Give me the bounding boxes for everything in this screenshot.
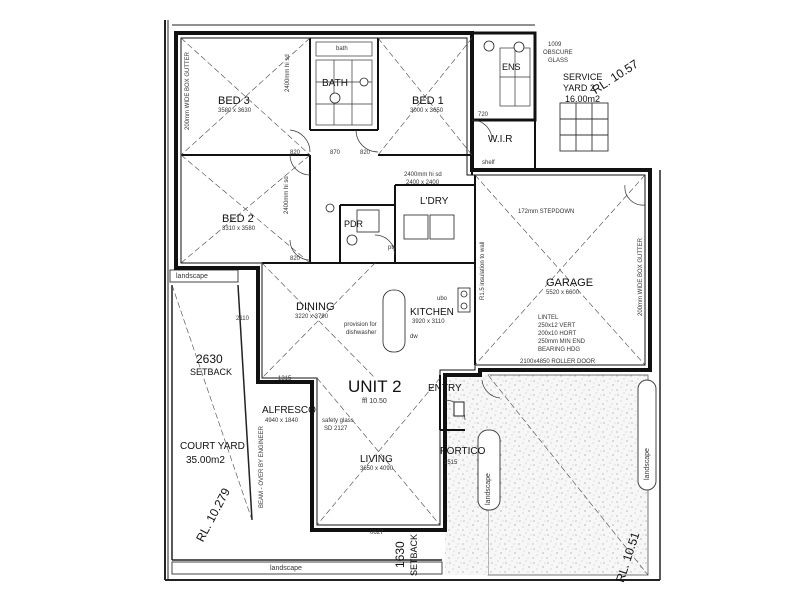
shelf-note: shelf <box>482 160 495 166</box>
dim-870: 870 <box>330 150 341 156</box>
garage-label: GARAGE <box>546 277 594 289</box>
landscape-strip-bottom <box>171 561 443 575</box>
service-yard-tiles <box>559 102 609 152</box>
kitchen-dim: 3920 x 3110 <box>412 319 445 325</box>
dining-label: DINING <box>296 301 335 313</box>
landscape-strip-portico <box>477 429 501 511</box>
bed3-dim: 3580 x 3630 <box>218 108 252 114</box>
door-swings <box>289 119 646 421</box>
ubo-note: ubo <box>437 296 448 302</box>
courtyard-label: COURT YARD <box>180 441 245 452</box>
roller-door-note: 2100x4850 ROLLER DOOR <box>520 359 596 365</box>
landscape-label-2: landscape <box>270 565 302 572</box>
stepdown-note: 172mm STEPDOWN <box>518 209 575 215</box>
obscure-note: 1009 <box>548 42 562 48</box>
bed2-label: BED 2 <box>222 213 254 225</box>
hi-sd-note-3: 2400mm hi sd <box>404 172 442 178</box>
ens-label: ENS <box>502 62 521 72</box>
room-diagonals <box>171 37 649 576</box>
entry-label: ENTRY <box>428 383 462 394</box>
kitchen-label: KITCHEN <box>410 307 454 318</box>
pdr-label: PDR <box>344 219 364 229</box>
safety-glass-note-2: SD 2127 <box>324 426 348 432</box>
ldry-label: L'DRY <box>420 196 449 207</box>
dining-dim: 3220 x 3790 <box>295 314 329 320</box>
lintel-note-4: BEARING HDG <box>538 347 581 353</box>
dim-820-b: 820 <box>360 150 371 156</box>
dishwasher-note: provision for <box>344 322 377 328</box>
setback-side-value: 2630 <box>196 352 223 366</box>
safety-glass-note: safety glass <box>322 418 354 424</box>
living-dim: 3650 x 4090 <box>360 466 394 472</box>
dishwasher-note-2: dishwasher <box>346 330 377 336</box>
courtyard-area: 35.00m2 <box>186 455 225 466</box>
bath-fixture-label: bath <box>336 46 348 52</box>
living-label: LIVING <box>360 454 393 465</box>
unit-title: UNIT 2 <box>348 377 402 396</box>
setback-front-label: SETBACK <box>409 533 419 576</box>
hi-sd-note-2: 2400mm hi sd <box>284 176 290 214</box>
courtyard-walls <box>171 284 442 561</box>
wir-label: W.I.R <box>488 134 513 145</box>
dim-720: 720 <box>478 112 489 118</box>
landscape-label-1: landscape <box>176 273 208 280</box>
dim-2400: 2400 x 2400 <box>406 180 440 186</box>
bed1-label: BED 1 <box>412 95 444 107</box>
hi-sd-note-1: 2400mm hi sd <box>285 54 291 92</box>
service-yard-label: SERVICE <box>563 72 603 82</box>
bath-label: BATH <box>322 78 348 89</box>
lintel-note-2: 200x10 HORT <box>538 331 577 337</box>
portico-dim: 1515 <box>444 460 458 466</box>
dim-1315: 1315 <box>278 376 292 382</box>
dim-820-a: 820 <box>290 150 301 156</box>
service-yard-label-2: YARD 2 <box>563 83 595 93</box>
lintel-note-1: 250x12 VERT <box>538 323 576 329</box>
dw-note: dw <box>410 334 418 340</box>
dim-820-c: 820 <box>290 256 301 262</box>
insulation-note: R1.5 insulation to wall <box>480 241 486 300</box>
dim-2110: 2110 <box>236 316 249 322</box>
gutter-left-note: 200mm WIDE BOX GUTTER <box>185 51 191 130</box>
bed3-label: BED 3 <box>218 95 250 107</box>
service-yard-area: 16.00m2 <box>565 94 601 104</box>
portico-label: PORTICO <box>440 446 486 457</box>
setback-side-label: SETBACK <box>190 367 233 377</box>
outer-walls <box>174 31 652 532</box>
dim-0627: 0627 <box>370 530 384 536</box>
lintel-note-3: 250mm MIN END <box>538 339 586 345</box>
pantry-note: pty <box>388 245 397 251</box>
gutter-right-note: 200mm WIDE BOX GUTTER <box>638 237 644 316</box>
unit-ffl: ffl 10.50 <box>362 398 387 405</box>
beam-note: BEAM - OVER BY ENGINEER <box>259 426 265 508</box>
bed1-dim: 3000 x 3650 <box>410 108 444 114</box>
alfresco-label: ALFRESCO <box>262 405 316 416</box>
landscape-label-3: landscape <box>485 473 492 505</box>
site-boundary <box>164 20 661 581</box>
landscape-strip-right <box>637 379 657 491</box>
lintel-note: LINTEL <box>538 315 559 321</box>
alfresco-dim: 4940 x 1840 <box>265 418 299 424</box>
obscure-note-2: OBSCURE <box>543 50 573 56</box>
garage-dim: 5520 x 6600 <box>546 290 580 296</box>
entry-door <box>453 401 465 417</box>
obscure-note-3: GLASS <box>548 58 569 64</box>
landscape-label-4: landscape <box>644 448 651 480</box>
fixtures <box>325 40 525 353</box>
setback-front-value: 1630 <box>393 541 407 568</box>
interior-walls <box>181 38 476 431</box>
bed2-dim: 3310 x 3580 <box>222 226 256 232</box>
